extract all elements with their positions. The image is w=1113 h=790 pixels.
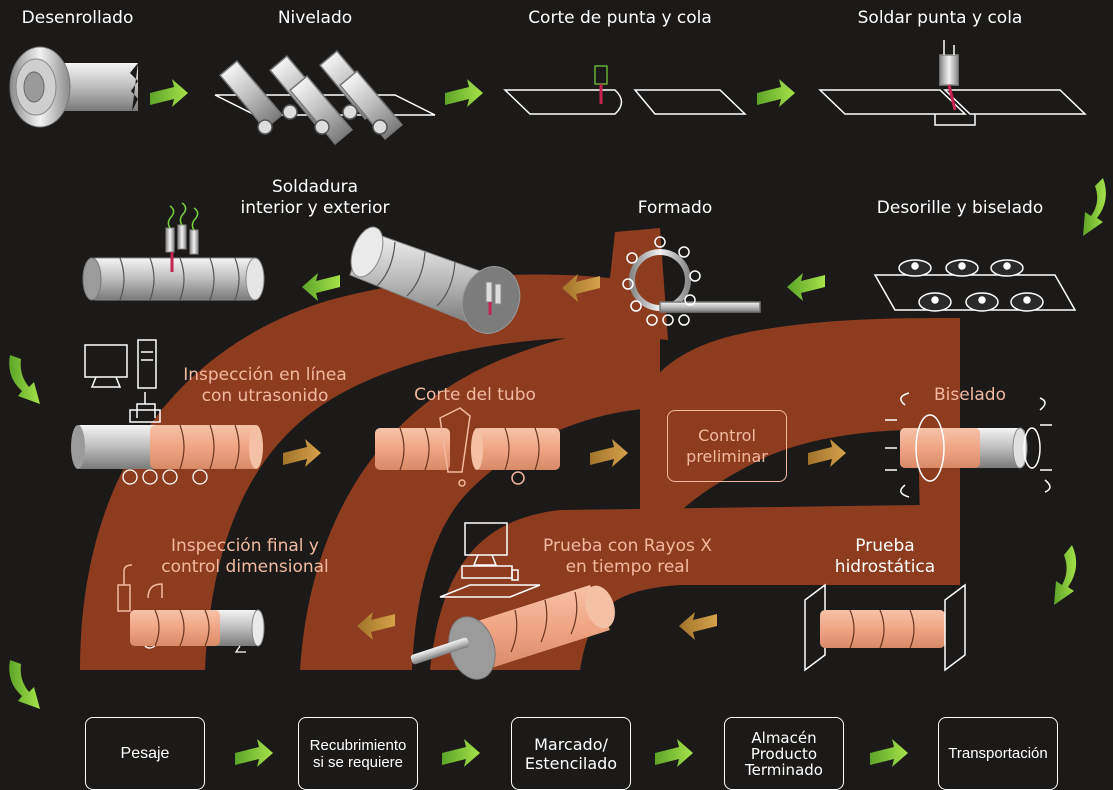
box-almacen-line1: Almacén xyxy=(751,728,817,747)
pipe-welding-icon xyxy=(82,202,265,301)
inspection-final-icon xyxy=(117,564,265,653)
xray-station-icon xyxy=(410,522,615,680)
coil-icon xyxy=(9,46,138,128)
label-soldadura-line1: Soldadura xyxy=(271,177,359,197)
control-line2: preliminar xyxy=(686,447,768,466)
label-inspeccion-linea: Inspección en línea con utrasonido xyxy=(165,365,365,407)
box-pesaje: Pesaje xyxy=(85,717,205,790)
edge-trimming-icon xyxy=(873,259,1077,312)
label-hidrostatica-line2: hidrostática xyxy=(834,557,936,577)
label-soldar-punta-cola: Soldar punta y cola xyxy=(857,8,1023,28)
label-soldadura-line2: interior y exterior xyxy=(240,198,390,218)
box-transportacion: Transportación xyxy=(938,717,1058,790)
label-inspeccion-line1: Inspección en línea xyxy=(183,365,347,385)
label-inspeccion-line2: con utrasonido xyxy=(201,386,329,406)
ultrasound-station-icon xyxy=(71,339,263,485)
box-almacen-line3: Terminado xyxy=(745,760,823,779)
label-rayos-x-line2: en tiempo real xyxy=(565,557,690,577)
pipe-cutter-icon xyxy=(375,407,560,487)
label-rayos-x-line1: Prueba con Rayos X xyxy=(543,536,712,556)
label-inspeccion-final-line2: control dimensional xyxy=(161,557,329,577)
box-recubrimiento-line1: Recubrimiento xyxy=(309,736,407,754)
box-almacen-line2: Producto xyxy=(750,744,818,763)
control-line1: Control xyxy=(698,426,756,445)
beveling-machine-icon xyxy=(885,392,1052,498)
box-marcado: Marcado/ Estencilado xyxy=(511,717,631,790)
arrow-gold xyxy=(283,274,846,640)
label-corte-tubo: Corte del tubo xyxy=(414,385,536,405)
pipe-tilted-icon xyxy=(349,226,521,334)
leveling-rollers-icon xyxy=(214,50,436,145)
box-almacen: Almacén Producto Terminado xyxy=(724,717,844,790)
label-corte-punta-cola: Corte de punta y cola xyxy=(528,8,712,28)
label-rayos-x: Prueba con Rayos X en tiempo real xyxy=(520,536,735,578)
label-inspeccion-final: Inspección final y control dimensional xyxy=(140,536,350,578)
label-hidrostatica: Prueba hidrostática xyxy=(815,536,955,578)
label-desenrollado: Desenrollado xyxy=(21,8,134,28)
label-biselado: Biselado xyxy=(933,385,1007,405)
label-nivelado: Nivelado xyxy=(277,8,353,28)
label-hidrostatica-line1: Prueba xyxy=(855,536,915,556)
box-recubrimiento-line2: si se requiere xyxy=(312,753,404,771)
arrow-green xyxy=(150,79,908,767)
curved-arrow-green xyxy=(9,178,1106,709)
box-marcado-line1: Marcado/ xyxy=(534,734,608,754)
box-recubrimiento: Recubrimiento si se requiere xyxy=(298,717,418,790)
control-preliminar-box: Control preliminar xyxy=(667,410,787,482)
welding-torch-icon xyxy=(818,40,1087,126)
label-soldadura: Soldadura interior y exterior xyxy=(215,177,415,219)
hydrostatic-press-icon xyxy=(804,583,966,672)
label-inspeccion-final-line1: Inspección final y xyxy=(171,536,319,556)
cutting-icon xyxy=(503,65,747,115)
label-desorille: Desorille y biselado xyxy=(876,198,1044,218)
forming-rollers-icon xyxy=(622,236,761,326)
box-marcado-line2: Estencilado xyxy=(524,753,618,773)
label-formado: Formado xyxy=(637,198,713,218)
